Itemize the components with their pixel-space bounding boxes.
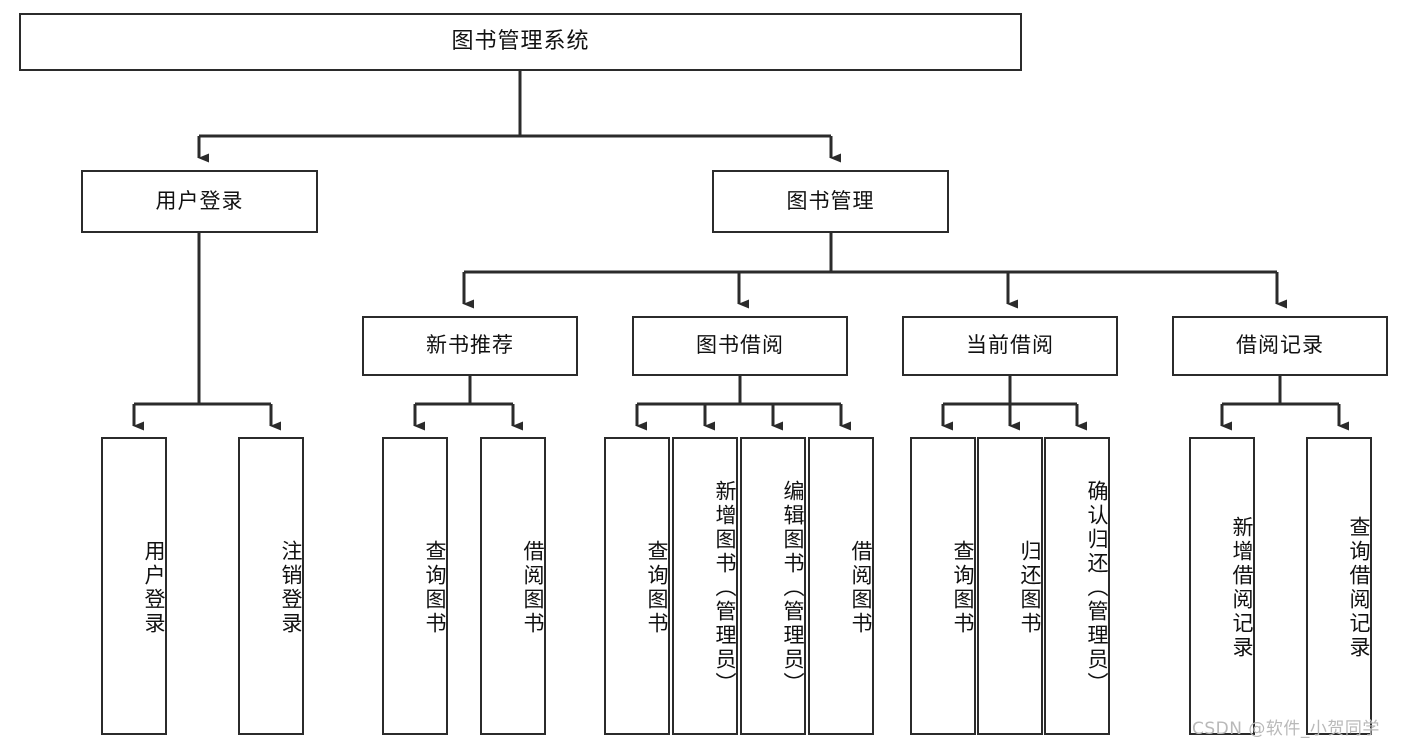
node-label: 查询图书 [951, 540, 975, 636]
node-label: 图书借阅 [696, 333, 784, 358]
node-label: 当前借阅 [966, 333, 1054, 358]
leaf-borrow-books-recommend[interactable]: 借阅图书 [480, 437, 546, 735]
leaf-query-books-recommend[interactable]: 查询图书 [382, 437, 448, 735]
csdn-watermark: CSDN @软件_小贺同学 [1192, 719, 1380, 739]
node-label: 借阅图书 [849, 540, 873, 636]
node-new-book-recommendation[interactable]: 新书推荐 [362, 316, 578, 376]
leaf-edit-book-admin[interactable]: 编辑图书（管理员） [740, 437, 806, 735]
leaf-logout[interactable]: 注销登录 [238, 437, 304, 735]
node-book-borrowing[interactable]: 图书借阅 [632, 316, 848, 376]
leaf-query-books-borrow[interactable]: 查询图书 [604, 437, 670, 735]
node-label: 编辑图书（管理员） [781, 480, 805, 696]
node-label: 借阅记录 [1236, 333, 1324, 358]
node-borrowing-records[interactable]: 借阅记录 [1172, 316, 1388, 376]
node-label: 用户登录 [142, 540, 166, 636]
leaf-confirm-return-admin[interactable]: 确认归还（管理员） [1044, 437, 1110, 735]
node-label: 确认归还（管理员） [1085, 480, 1109, 696]
node-root-book-management-system[interactable]: 图书管理系统 [19, 13, 1022, 71]
node-label: 用户登录 [155, 188, 244, 213]
node-label: 新增借阅记录 [1230, 516, 1254, 660]
leaf-borrow-books[interactable]: 借阅图书 [808, 437, 874, 735]
leaf-return-books[interactable]: 归还图书 [977, 437, 1043, 735]
node-label: 图书管理 [786, 188, 875, 213]
node-label: 借阅图书 [521, 540, 545, 636]
leaf-query-borrow-record[interactable]: 查询借阅记录 [1306, 437, 1372, 735]
node-book-management[interactable]: 图书管理 [712, 170, 949, 233]
node-label: 注销登录 [279, 540, 303, 636]
node-label: 查询图书 [645, 540, 669, 636]
node-label: 图书管理系统 [451, 28, 590, 54]
leaf-query-books-current[interactable]: 查询图书 [910, 437, 976, 735]
node-current-borrowing[interactable]: 当前借阅 [902, 316, 1118, 376]
node-label: 查询图书 [423, 540, 447, 636]
node-label: 新书推荐 [426, 333, 514, 358]
leaf-user-login[interactable]: 用户登录 [101, 437, 167, 735]
node-user-login[interactable]: 用户登录 [81, 170, 318, 233]
leaf-add-book-admin[interactable]: 新增图书（管理员） [672, 437, 738, 735]
node-label: 查询借阅记录 [1347, 516, 1371, 660]
node-label: 新增图书（管理员） [713, 480, 737, 696]
leaf-add-borrow-record[interactable]: 新增借阅记录 [1189, 437, 1255, 735]
node-label: 归还图书 [1018, 540, 1042, 636]
